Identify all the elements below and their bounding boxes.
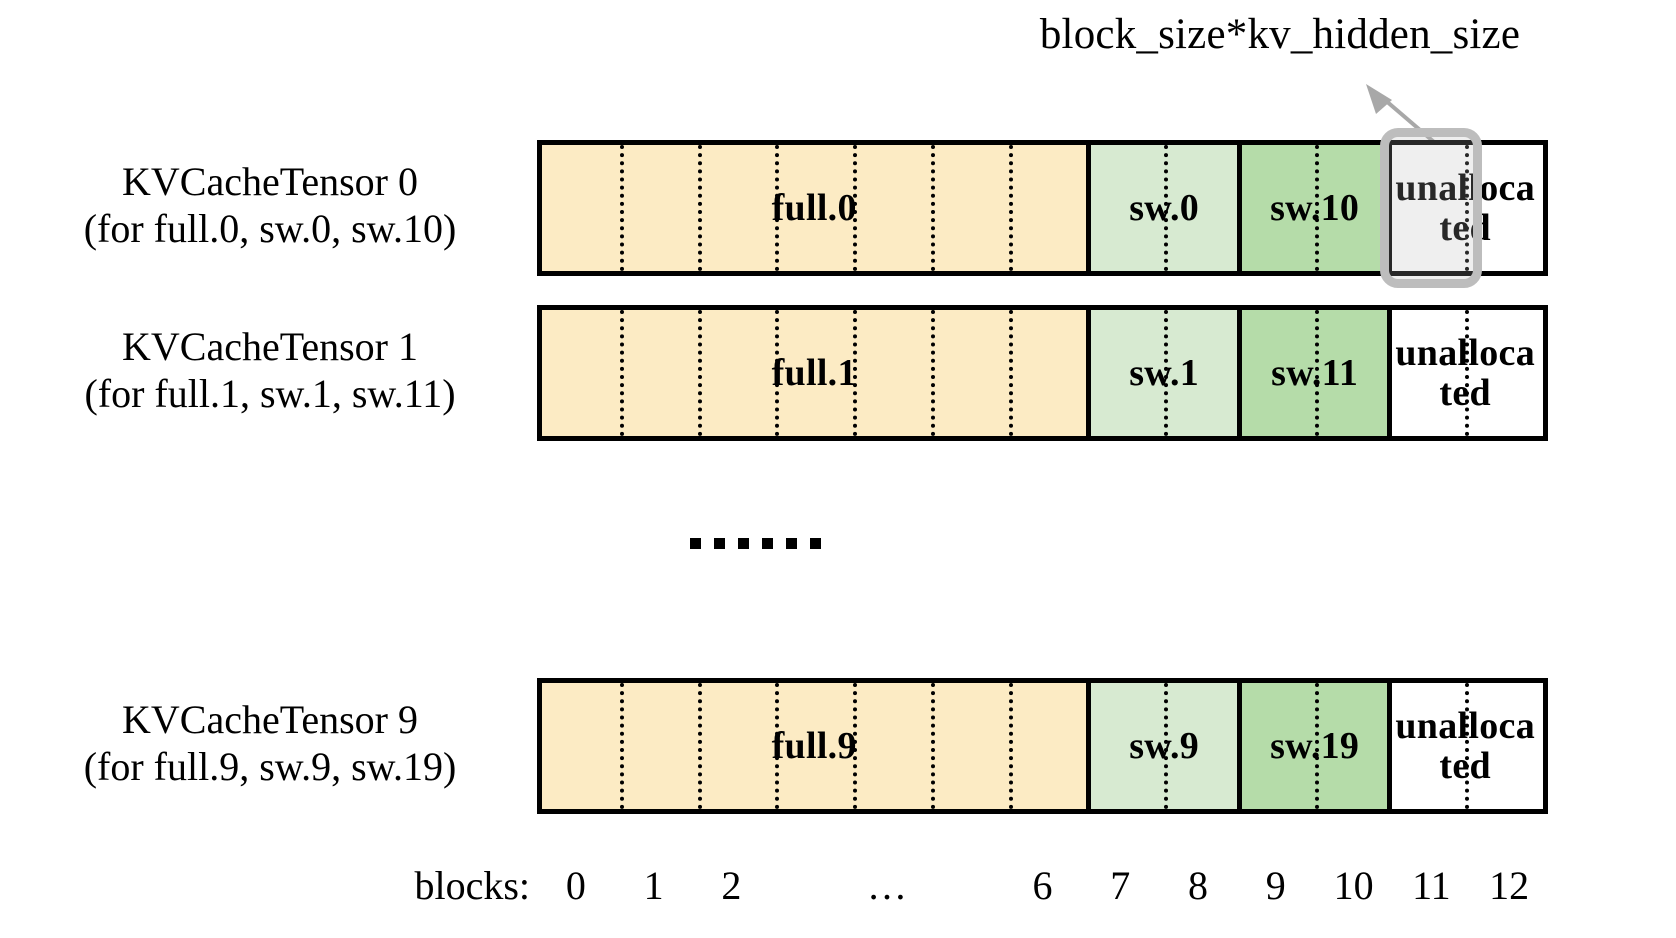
- kv-cache-tensor-bar[interactable]: full.0 sw.0 sw.10 unallocated: [537, 140, 1548, 276]
- block-divider: [1008, 683, 1013, 809]
- tensor-segment-label: full.1: [771, 351, 857, 394]
- tensor-segment-label: unallocated: [1395, 166, 1536, 249]
- tensor-segment-label: full.9: [771, 724, 857, 767]
- tensor-row-label: KVCacheTensor 9(for full.9, sw.9, sw.19): [20, 696, 520, 790]
- tensor-segment-label: sw.10: [1270, 186, 1360, 229]
- tensor-segment-label: full.0: [771, 186, 857, 229]
- tensor-segment-unal[interactable]: unallocated: [1387, 310, 1538, 436]
- block-divider: [1164, 683, 1169, 809]
- tensor-segment-label: sw.9: [1129, 724, 1200, 767]
- block-divider: [1008, 145, 1013, 271]
- block-divider: [697, 310, 702, 436]
- block-divider: [1465, 310, 1470, 436]
- tensor-segment-label: sw.1: [1129, 351, 1200, 394]
- block-divider: [697, 683, 702, 809]
- tensor-segment-label: sw.0: [1129, 186, 1200, 229]
- blocks-axis-title: blocks:: [414, 863, 530, 908]
- block-divider: [1314, 310, 1319, 436]
- tensor-row-title: KVCacheTensor 1: [122, 324, 418, 369]
- block-divider: [930, 310, 935, 436]
- tensor-row-label: KVCacheTensor 0(for full.0, sw.0, sw.10): [20, 158, 520, 252]
- tensor-segment-sw[interactable]: sw.1: [1086, 310, 1237, 436]
- blocks-axis-tick: …: [866, 863, 907, 908]
- tensor-segment-label: sw.11: [1271, 351, 1359, 394]
- tensor-segment-full[interactable]: full.0: [542, 145, 1087, 271]
- kv-cache-tensor-bar[interactable]: full.9 sw.9 sw.19 unallocated: [537, 678, 1548, 814]
- blocks-axis-tick: 6: [1032, 863, 1053, 908]
- block-divider: [697, 145, 702, 271]
- block-divider: [853, 145, 858, 271]
- block-divider: [853, 683, 858, 809]
- vertical-ellipsis: [690, 538, 821, 549]
- tensor-segment-sw2[interactable]: sw.10: [1236, 145, 1388, 271]
- blocks-axis-tick: 1: [643, 863, 664, 908]
- tensor-segment-label: unallocated: [1395, 331, 1536, 414]
- block-divider: [853, 310, 858, 436]
- block-divider: [1465, 683, 1470, 809]
- block-divider: [1314, 145, 1319, 271]
- blocks-axis-tick: 9: [1265, 863, 1286, 908]
- blocks-axis-tick: 7: [1110, 863, 1131, 908]
- block-divider: [775, 310, 780, 436]
- block-divider: [1314, 683, 1319, 809]
- blocks-axis-tick: 8: [1188, 863, 1209, 908]
- tensor-row-subtitle: (for full.0, sw.0, sw.10): [83, 206, 457, 252]
- block-divider: [775, 683, 780, 809]
- tensor-row-label: KVCacheTensor 1(for full.1, sw.1, sw.11): [20, 323, 520, 417]
- block-divider: [619, 683, 624, 809]
- tensor-row-subtitle: (for full.9, sw.9, sw.19): [83, 744, 457, 790]
- tensor-segment-sw2[interactable]: sw.11: [1236, 310, 1388, 436]
- tensor-segment-sw[interactable]: sw.9: [1086, 683, 1237, 809]
- annotation-label: block_size*kv_hidden_size: [1039, 11, 1521, 58]
- blocks-axis-tick: 2: [721, 863, 742, 908]
- blocks-axis-tick: 0: [565, 863, 586, 908]
- block-divider: [1465, 145, 1470, 271]
- tensor-row-title: KVCacheTensor 0: [122, 159, 418, 204]
- tensor-segment-sw[interactable]: sw.0: [1086, 145, 1237, 271]
- block-divider: [930, 145, 935, 271]
- block-divider: [1164, 145, 1169, 271]
- blocks-axis-tick: 12: [1489, 863, 1530, 908]
- tensor-segment-label: unallocated: [1395, 704, 1536, 787]
- kv-cache-tensor-bar[interactable]: full.1 sw.1 sw.11 unallocated: [537, 305, 1548, 441]
- blocks-axis-tick: 10: [1333, 863, 1374, 908]
- block-divider: [775, 145, 780, 271]
- tensor-segment-sw2[interactable]: sw.19: [1236, 683, 1388, 809]
- tensor-segment-full[interactable]: full.9: [542, 683, 1087, 809]
- block-divider: [930, 683, 935, 809]
- block-divider: [619, 310, 624, 436]
- block-divider: [1164, 310, 1169, 436]
- tensor-segment-unal[interactable]: unallocated: [1387, 145, 1538, 271]
- tensor-row-subtitle: (for full.1, sw.1, sw.11): [84, 371, 456, 417]
- block-divider: [619, 145, 624, 271]
- blocks-axis-tick: 11: [1412, 863, 1451, 908]
- tensor-segment-full[interactable]: full.1: [542, 310, 1087, 436]
- tensor-segment-label: sw.19: [1270, 724, 1360, 767]
- block-divider: [1008, 310, 1013, 436]
- tensor-row-title: KVCacheTensor 9: [122, 697, 418, 742]
- tensor-segment-unal[interactable]: unallocated: [1387, 683, 1538, 809]
